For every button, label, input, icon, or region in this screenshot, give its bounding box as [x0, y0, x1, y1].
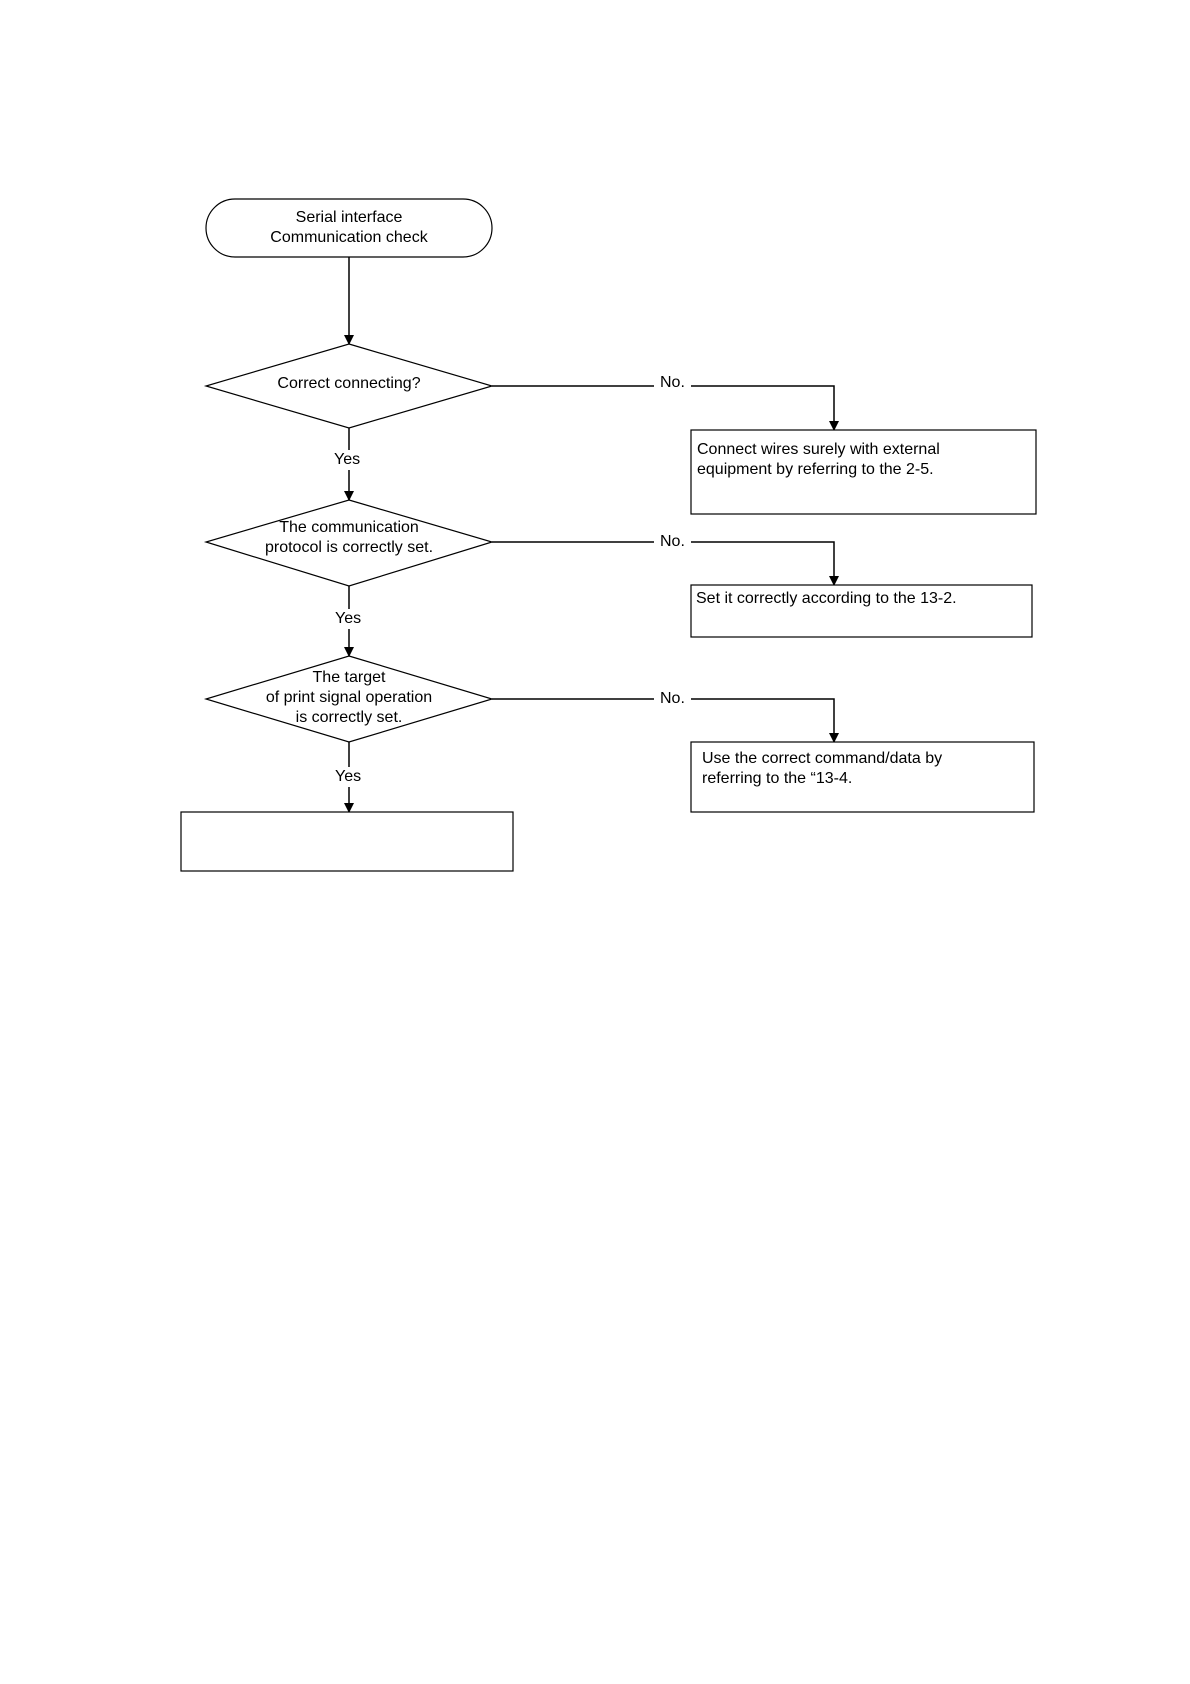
decision3-no-action-text: Use the correct command/data by referrin…	[702, 749, 942, 789]
decision3-yes-label: Yes	[329, 767, 368, 787]
connector-decision1-no	[492, 385, 839, 431]
start-line1: Serial interface	[295, 209, 403, 226]
decision1-no-action-line2: equipment by referring to the 2-5.	[697, 461, 934, 478]
decision2-yes-label: Yes	[329, 609, 368, 629]
decision2-line1: The communication	[279, 519, 419, 536]
decision2-no-label: No.	[654, 532, 691, 552]
decision3-line1: The target	[312, 669, 386, 686]
decision1-no-action-text: Connect wires surely with external equip…	[697, 440, 940, 480]
decision2-text: The communication protocol is correctly …	[206, 518, 492, 558]
decision2-no-action-box	[690, 584, 1033, 638]
start-line2: Communication check	[270, 229, 428, 246]
decision3-no-action-box	[690, 741, 1035, 813]
decision1-yes-label: Yes	[328, 450, 367, 470]
decision2-no-action-text: Set it correctly according to the 13-2.	[696, 589, 957, 609]
decision3-no-action-line1: Use the correct command/data by	[702, 750, 943, 767]
start-terminator-text: Serial interface Communication check	[206, 208, 492, 248]
decision1-text: Correct connecting?	[277, 375, 421, 392]
decision3-line2: of print signal operation	[265, 689, 433, 706]
decision3-text: The target of print signal operation is …	[206, 668, 492, 728]
decision3-no-label: No.	[654, 689, 691, 709]
decision2-line2: protocol is correctly set.	[264, 539, 434, 556]
connector-decision3-no	[492, 698, 839, 743]
decision3-no-action-line2: referring to the “13-4.	[702, 770, 853, 787]
decision3-line3: is correctly set.	[295, 709, 403, 726]
connector-decision2-no	[492, 541, 839, 586]
end-box	[180, 811, 514, 872]
decision1-no-label: No.	[654, 373, 691, 393]
decision1-no-action-box	[690, 429, 1037, 515]
decision2-no-action-line1: Set it correctly according to the 13-2.	[696, 590, 957, 607]
decision1-no-action-line1: Connect wires surely with external	[697, 441, 940, 458]
